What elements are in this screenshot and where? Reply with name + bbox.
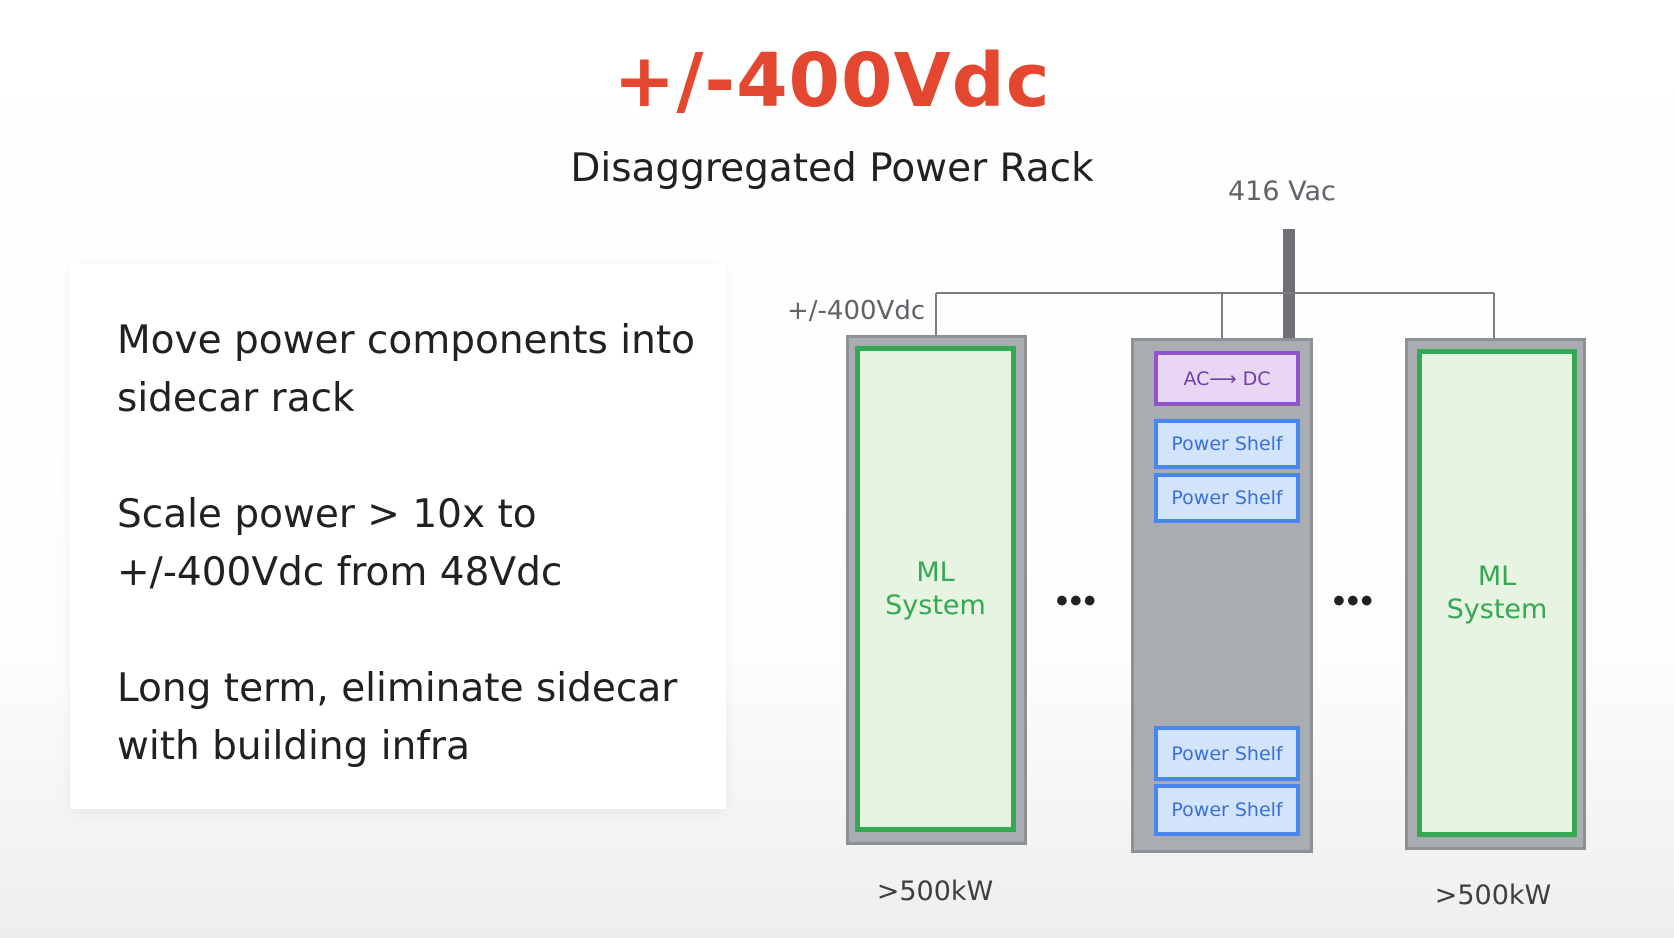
bullet-card: Move power components into sidecar rack …: [70, 264, 726, 809]
bullet-3: Long term, eliminate sidecar with buildi…: [117, 666, 678, 769]
right-ml-rack: ML System: [1405, 338, 1586, 850]
right-rack-power-label: >500kW: [1434, 880, 1552, 911]
slide-subtitle: Disaggregated Power Rack: [570, 146, 1094, 191]
right-ml-system-label: ML System: [1446, 561, 1548, 625]
ac-feed-line: [1283, 229, 1295, 339]
left-ml-system-panel: ML System: [855, 346, 1016, 832]
power-shelf-4: Power Shelf: [1154, 784, 1300, 836]
power-shelf-2: Power Shelf: [1154, 473, 1300, 523]
sidecar-power-rack: AC⟶ DC Power Shelf Power Shelf Power She…: [1131, 338, 1313, 853]
ellipsis-left: •••: [1056, 582, 1098, 620]
left-ml-rack: ML System: [846, 335, 1027, 845]
dc-bus-label: +/-400Vdc: [787, 296, 926, 326]
bullet-1: Move power components into sidecar rack: [117, 318, 695, 421]
slide-title: +/-400Vdc: [613, 38, 1051, 124]
left-rack-power-label: >500kW: [876, 876, 994, 907]
right-ml-system-panel: ML System: [1417, 349, 1577, 837]
power-shelf-3: Power Shelf: [1154, 726, 1300, 781]
ac-input-label: 416 Vac: [1228, 176, 1336, 207]
left-ml-system-label: ML System: [885, 557, 986, 621]
power-shelf-1: Power Shelf: [1154, 419, 1300, 469]
bullet-2: Scale power > 10x to +/-400Vdc from 48Vd…: [117, 492, 563, 595]
ac-dc-converter: AC⟶ DC: [1154, 351, 1300, 406]
ellipsis-right: •••: [1333, 582, 1375, 620]
